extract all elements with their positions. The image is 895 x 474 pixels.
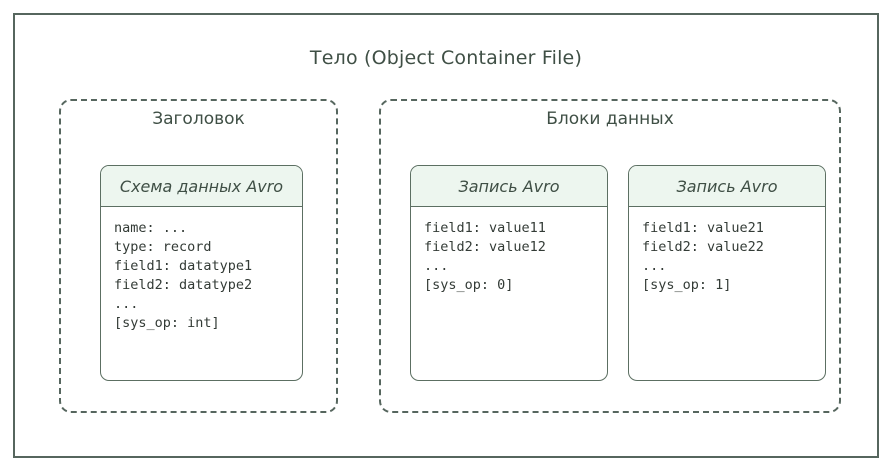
outer-container-title: Тело (Object Container File) bbox=[309, 47, 583, 69]
card-header-avro-record-2: Запись Avro bbox=[629, 166, 825, 207]
card-body-avro-record-1: field1: value11 field2: value12 ... [sys… bbox=[424, 220, 546, 293]
subgraph-title-data-blocks: Блоки данных bbox=[546, 109, 674, 129]
card-body-avro-record-2: field1: value21 field2: value22 ... [sys… bbox=[642, 220, 764, 293]
card-header-avro-schema: Схема данных Avro bbox=[101, 166, 302, 207]
subgraph-data-blocks: Блоки данных bbox=[379, 99, 841, 413]
subgraph-title-header: Заголовок bbox=[152, 109, 245, 129]
card-avro-schema: Схема данных Avro name: ... type: record… bbox=[100, 165, 303, 381]
card-header-avro-record-1: Запись Avro bbox=[411, 166, 607, 207]
card-avro-record-2: Запись Avro field1: value21 field2: valu… bbox=[628, 165, 826, 381]
card-avro-record-1: Запись Avro field1: value11 field2: valu… bbox=[410, 165, 608, 381]
card-body-avro-schema: name: ... type: record field1: datatype1… bbox=[114, 220, 253, 331]
subgraph-header-section: Заголовок bbox=[59, 99, 338, 413]
